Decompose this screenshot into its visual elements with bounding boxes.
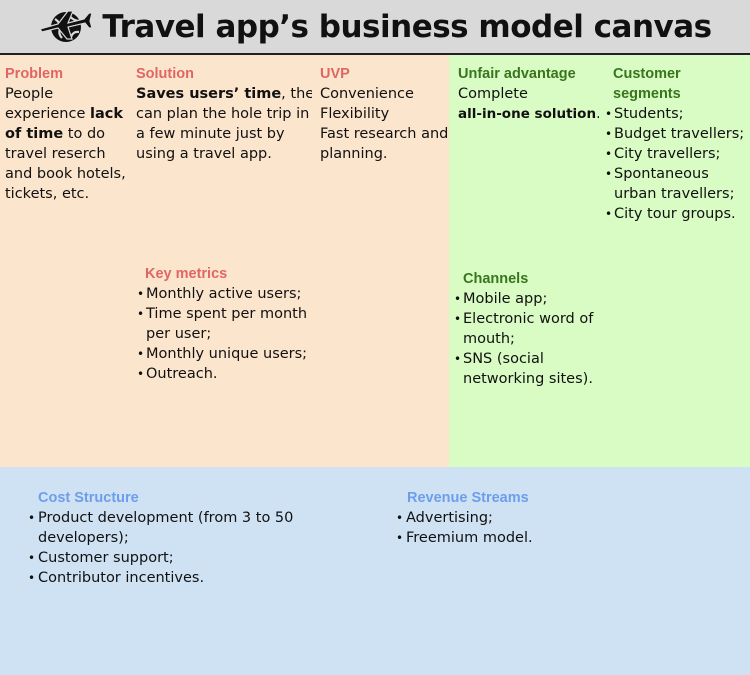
list-item: City travellers; [605,144,750,164]
customer-segments-box: Customer segments Students; Budget trave… [599,55,750,469]
revenue-streams-box: Revenue Streams Advertising; Freemium mo… [366,467,750,675]
canvas-header: Travel app’s business model canvas [0,0,750,55]
problem-title: Problem [5,66,64,82]
channels-title: Channels [463,271,529,287]
list-item: Contributor incentives. [28,568,358,588]
uvp-box: UVP Convenience Flexibility Fast researc… [312,55,451,469]
customer-segments-title: Customer segments [613,66,681,102]
list-item: Mobile app; [454,289,599,309]
list-item: City tour groups. [605,204,750,224]
solution-text: Saves users’ time, they can plan the hol… [136,86,314,162]
list-item: Outreach. [137,364,312,384]
airplane-globe-icon [39,9,94,42]
list-item: Monthly unique users; [137,344,312,364]
revenue-streams-list: Advertising; Freemium model. [396,508,736,548]
uvp-text: Convenience Flexibility Fast research an… [320,86,449,162]
list-item: Students; [605,104,750,124]
customer-segments-list: Students; Budget travellers; City travel… [605,104,750,224]
solution-title: Solution [136,66,194,82]
list-item: Budget travellers; [605,124,750,144]
cost-structure-title: Cost Structure [38,490,139,506]
list-item: Advertising; [396,508,736,528]
page-title: Travel app’s business model canvas [102,8,712,45]
unfair-advantage-title: Unfair advantage [458,66,576,82]
channels-box: Channels Mobile app; Electronic word ofm… [449,258,601,469]
key-metrics-box: Key metrics Monthly active users; Time s… [128,258,314,469]
problem-text: People experience lack of time to do tra… [5,86,126,202]
unfair-advantage-box: Unfair advantage Complete all-in-one sol… [449,55,601,260]
key-metrics-list: Monthly active users; Time spent per mon… [137,284,312,384]
cost-structure-box: Cost Structure Product development (from… [0,467,368,675]
solution-box: Solution Saves users’ time, they can pla… [128,55,314,260]
unfair-advantage-text: Complete all-in-one solution. [458,86,599,122]
list-item: Product development (from 3 to 50develop… [28,508,358,548]
list-item: Monthly active users; [137,284,312,304]
key-metrics-title: Key metrics [145,266,228,282]
list-item: Freemium model. [396,528,736,548]
revenue-streams-title: Revenue Streams [407,490,529,506]
list-item: Customer support; [28,548,358,568]
uvp-title: UVP [320,66,350,82]
cost-structure-list: Product development (from 3 to 50develop… [28,508,358,588]
problem-box: Problem People experience lack of time t… [0,55,130,469]
